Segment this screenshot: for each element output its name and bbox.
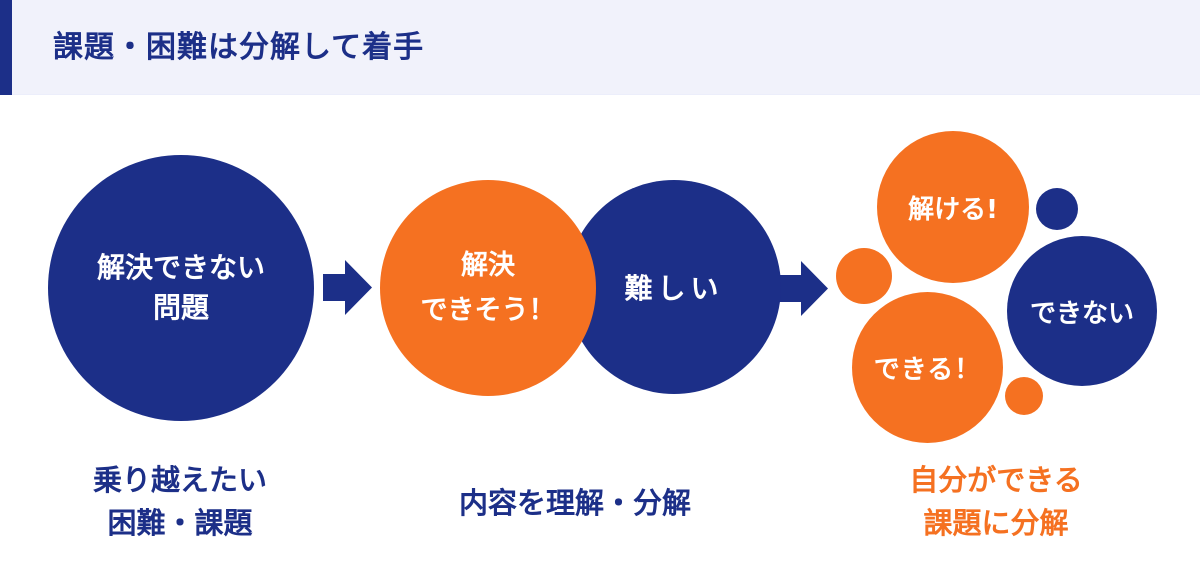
unsolvable-problem-circle: 解決できない 問題	[48, 155, 314, 421]
difficult-label: 難しい	[624, 272, 724, 305]
arrow-right-icon	[779, 261, 828, 316]
header-accent-bar	[0, 0, 12, 95]
stage3-caption: 自分ができる 課題に分解	[909, 463, 1083, 540]
small-navy-circle	[1036, 188, 1078, 230]
unsolvable-problem-label: 解決できない 問題	[96, 251, 265, 324]
difficult-circle: 難しい	[567, 180, 781, 394]
page-title: 課題・困難は分解して着手	[53, 30, 425, 65]
stage2-caption: 内容を理解・分解	[458, 486, 691, 520]
stage1-caption: 乗り越えたい 困難・課題	[92, 463, 267, 540]
cannot-circle: できない	[1007, 236, 1157, 386]
seems-solvable-circle: 解決 できそう！	[380, 180, 596, 396]
can-circle: できる！	[852, 292, 1003, 443]
header: 課題・困難は分解して着手	[0, 0, 1200, 95]
cannot-label: できない	[1029, 298, 1134, 329]
can-label: できる！	[873, 355, 982, 385]
seems-solvable-label: 解決 できそう！	[420, 250, 556, 326]
solvable-label: 解ける!	[908, 194, 998, 225]
small-orange-circle	[1005, 377, 1043, 415]
arrow-right-icon	[323, 260, 372, 315]
solvable-circle: 解ける!	[877, 131, 1029, 283]
small-orange-circle	[836, 248, 892, 304]
